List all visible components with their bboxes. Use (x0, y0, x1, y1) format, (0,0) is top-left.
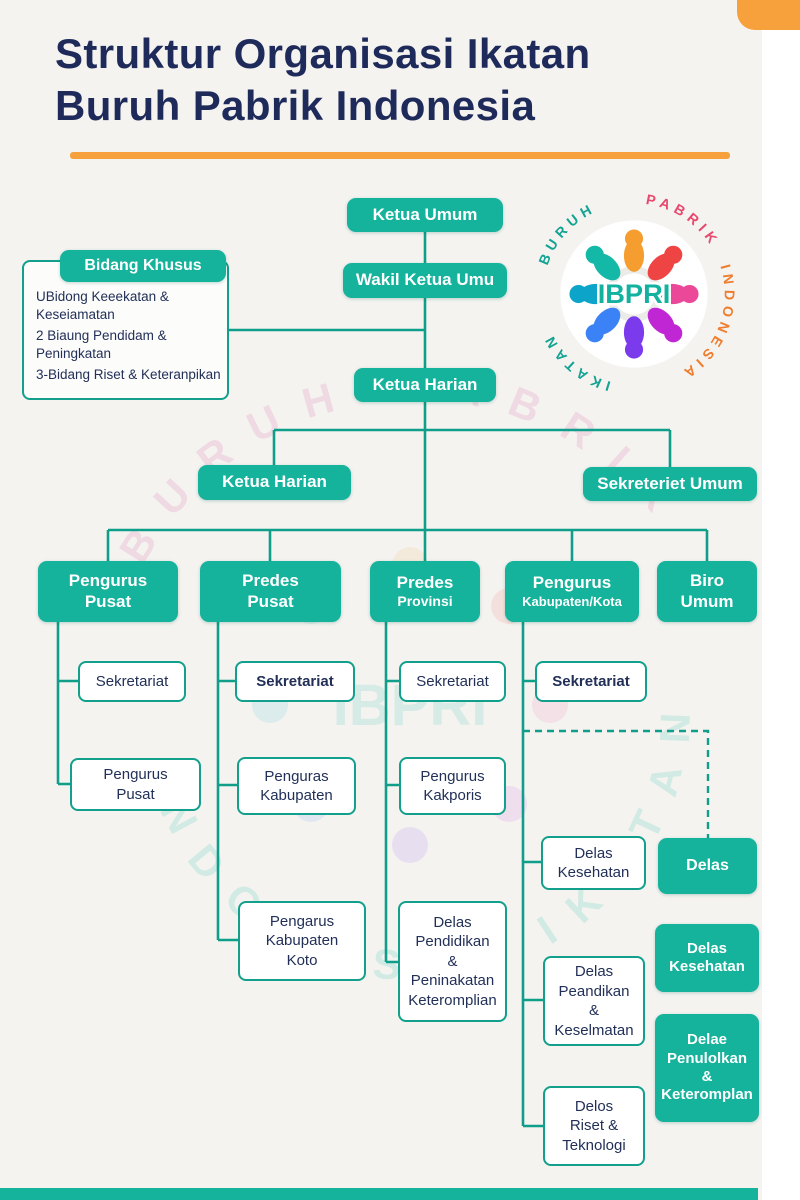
title-line-2: Buruh Pabrik Indonesia (55, 82, 536, 130)
node-col4-delos-riset: Delos Riset & Teknologi (543, 1086, 645, 1166)
right-edge-strip (762, 0, 800, 1200)
node-bidang-khusus: Bidang Khusus (60, 250, 226, 282)
node-predes-provinsi-subtitle: Provinsi (397, 593, 453, 610)
node-col4-sekretariat: Sekretariat (535, 661, 647, 702)
node-sekreteriet-umum: Sekreteriet Umum (583, 467, 757, 501)
node-pengurus-kabupaten-title: Pengurus (532, 573, 612, 593)
node-col5-delas-kesehatan: Delas Kesehatan (655, 924, 759, 992)
node-col1-pengurus-pusat: Pengurus Pusat (70, 758, 201, 811)
node-wakil-ketua-umum: Wakil Ketua Umu (343, 263, 507, 298)
logo-figures (569, 229, 699, 359)
node-ketua-harian-2: Ketua Harian (198, 465, 351, 500)
page-title: Struktur Organisasi Ikatan Buruh Pabrik … (55, 28, 591, 132)
node-col3-sekretariat: Sekretariat (399, 661, 506, 702)
node-col5-delae-penulolkan: Delae Penulolkan & Keteromplan (655, 1014, 759, 1122)
node-pengurus-kabupaten-subtitle: Kabupaten/Kota (522, 594, 622, 610)
node-col3-pengurus-kakporis: Pengurus Kakporis (399, 757, 506, 815)
bottom-accent-bar (0, 1188, 758, 1200)
node-predes-provinsi: Predes Provinsi (370, 561, 480, 622)
title-line-1: Struktur Organisasi Ikatan (55, 30, 591, 77)
node-col2-penguras-kabupaten: Penguras Kabupaten (237, 757, 356, 815)
node-col3-delas-pendidikan: Delas Pendidikan & Peninakatan Keterompl… (398, 901, 507, 1022)
bidang-khusus-list: UBidong Keeekatan & Keseiamatan 2 Biaung… (36, 288, 222, 387)
node-predes-provinsi-title: Predes (396, 572, 454, 592)
node-col4-delas-kesehatan: Delas Kesehatan (541, 836, 646, 890)
node-pengurus-pusat: Pengurus Pusat (38, 561, 178, 622)
node-col1-sekretariat: Sekretariat (78, 661, 186, 702)
node-ketua-harian: Ketua Harian (354, 368, 496, 402)
node-col4-delas-peandikan: Delas Peandikan & Keselmatan (543, 956, 645, 1046)
node-col2-pengarus-kabupaten-koto: Pengarus Kabupaten Koto (238, 901, 366, 981)
node-ketua-umum: Ketua Umum (347, 198, 503, 232)
node-predes-pusat: Predes Pusat (200, 561, 341, 622)
ibpri-logo: PABRIK INDONESIA IKATAN BURUH IBPRI (535, 191, 733, 394)
node-col5-delas: Delas (658, 838, 757, 894)
logo-center-text: IBPRI (598, 278, 671, 309)
bidang-khusus-item: UBidong Keeekatan & Keseiamatan (36, 289, 169, 322)
bidang-khusus-panel (22, 260, 229, 400)
bidang-khusus-item: 2 Biaung Pendidam & Peningkatan (36, 327, 167, 361)
node-biro-umum: Biro Umum (657, 561, 757, 622)
title-underline (70, 152, 730, 159)
node-pengurus-kabupaten-kota: Pengurus Kabupaten/Kota (505, 561, 639, 622)
bidang-khusus-item: 3-Bidang Riset & Keteranpikan (36, 366, 221, 382)
orange-corner-accent (737, 0, 800, 30)
node-col2-sekretariat: Sekretariat (235, 661, 355, 702)
